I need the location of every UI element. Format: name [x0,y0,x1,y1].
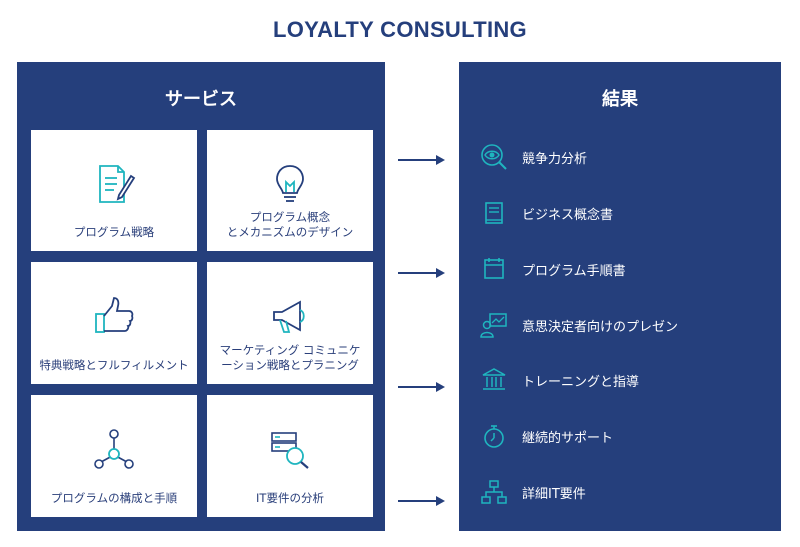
result-label: プログラム手順書 [522,263,626,279]
sitemap-icon [481,480,507,504]
result-item: 継続的サポート [480,421,770,451]
service-card-rewards: 特典戦略とフルフィルメント [31,262,197,384]
result-item: プログラム手順書 [480,254,770,284]
eye-magnifier-icon [481,144,507,170]
service-card-marketing: マーケティング コミュニケ ーション戦略とプラニング [207,262,373,384]
thumbs-up-icon [95,297,134,333]
book-icon [485,202,503,224]
card-label: プログラムの構成と手順 [50,491,178,505]
service-card-program-strategy: プログラム戦略 [31,130,197,251]
document-pen-icon [99,165,136,203]
result-item: 詳細IT要件 [480,477,770,507]
institution-icon [482,368,506,390]
stopwatch-icon [484,425,504,448]
megaphone-icon [273,300,305,333]
service-card-structure: プログラムの構成と手順 [31,395,197,517]
result-label: トレーニングと指導 [522,374,640,390]
arrow-right-icon [398,496,445,506]
card-label: プログラム戦略 [73,225,155,239]
result-item: トレーニングと指導 [480,365,770,395]
presentation-icon [480,313,507,338]
service-card-program-concept: プログラム概念 とメカニズムのデザイン [207,130,373,251]
network-nodes-icon [94,429,134,469]
calendar-icon [484,258,504,279]
result-label: 詳細IT要件 [522,486,586,502]
result-label: 競争力分析 [522,151,588,167]
results-panel: 結果 [459,62,781,531]
card-label: マーケティング コミュニケ ーション戦略とプラニング [219,343,361,372]
result-label: 継続的サポート [522,430,614,446]
results-heading: 結果 [602,89,638,110]
result-item: ビジネス概念書 [480,198,770,228]
result-item: 競争力分析 [480,142,770,172]
result-item: 意思決定者向けのプレゼン [480,310,770,340]
lightbulb-icon [276,165,304,202]
result-label: 意思決定者向けのプレゼン [522,319,679,335]
arrow-right-icon [398,268,445,278]
card-label: IT要件の分析 [256,491,324,505]
services-heading: サービス [165,89,237,110]
server-magnifier-icon [271,432,309,469]
arrow-right-icon [398,155,445,165]
service-card-it-requirements: IT要件の分析 [207,395,373,517]
card-label: プログラム概念 とメカニズムのデザイン [226,210,354,239]
result-label: ビジネス概念書 [522,207,614,223]
page-title: LOYALTY CONSULTING [273,17,527,42]
card-label: 特典戦略とフルフィルメント [39,358,189,372]
arrow-right-icon [398,382,445,392]
